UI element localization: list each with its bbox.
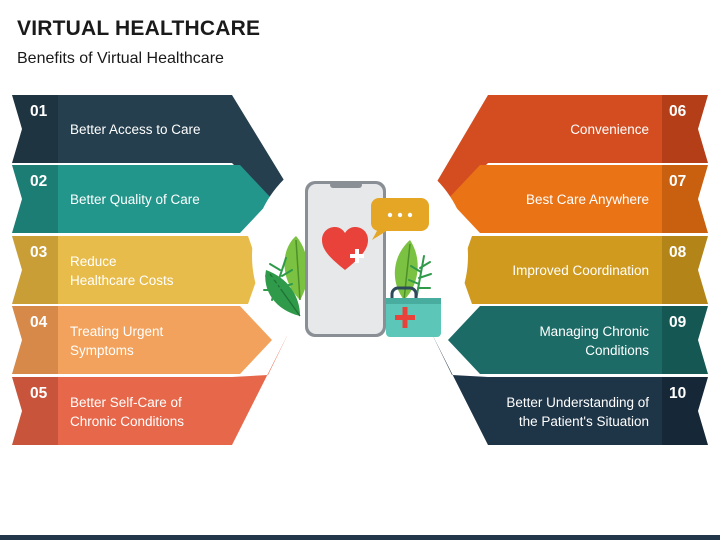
right-ribbon-tab-08 (662, 236, 708, 304)
left-item-label: Treating Urgent Symptoms (70, 324, 164, 358)
page-title: VIRTUAL HEALTHCARE (17, 17, 261, 40)
left-ribbon-02 (58, 165, 272, 233)
right-item-number: 07 (669, 173, 687, 190)
left-ribbon-tab-01 (12, 95, 58, 163)
right-item-number: 10 (669, 385, 687, 402)
heart-plus-icon (322, 227, 368, 270)
left-item-label: Better Access to Care (70, 122, 201, 137)
left-item-number: 01 (30, 103, 48, 120)
right-ribbon-tab-09 (662, 306, 708, 374)
right-ribbon-tab-10 (662, 377, 708, 445)
leaf-icon (263, 236, 308, 317)
right-item-label: Managing Chronic Conditions (539, 324, 649, 358)
left-item-number: 04 (30, 314, 48, 331)
left-item-label: Reduce Healthcare Costs (70, 254, 174, 288)
right-ribbon-08 (460, 236, 662, 304)
leaf-icon (394, 240, 432, 301)
left-ribbon-03 (58, 236, 260, 304)
left-ribbon-01 (58, 95, 290, 200)
left-ribbon-tab-04 (12, 306, 58, 374)
right-ribbon-06 (432, 95, 662, 200)
right-item-label: Convenience (570, 122, 649, 137)
right-item-number: 08 (669, 244, 687, 261)
right-item-number: 09 (669, 314, 687, 331)
right-ribbon-tab-06 (662, 95, 708, 163)
right-ribbon-tab-07 (662, 165, 708, 233)
left-item-number: 03 (30, 244, 48, 261)
left-item-label: Better Quality of Care (70, 192, 200, 207)
right-ribbon-09 (448, 306, 662, 374)
left-ribbon-tab-05 (12, 377, 58, 445)
footer-bar (0, 535, 720, 540)
right-item-label: Better Understanding of the Patient's Si… (506, 395, 649, 429)
left-item-number: 05 (30, 385, 48, 402)
right-ribbon-07 (448, 165, 662, 233)
page-subtitle: Benefits of Virtual Healthcare (17, 50, 224, 67)
medical-kit-icon (386, 286, 441, 337)
left-item-label: Better Self-Care of Chronic Conditions (70, 395, 185, 429)
right-item-number: 06 (669, 103, 687, 120)
chat-bubble-icon (371, 198, 429, 240)
left-ribbon-05 (58, 330, 290, 445)
left-ribbon-04 (58, 306, 272, 374)
right-ribbon-10 (430, 330, 662, 445)
center-illustration (252, 148, 468, 364)
left-ribbon-tab-02 (12, 165, 58, 233)
left-item-number: 02 (30, 173, 48, 190)
left-ribbon-tab-03 (12, 236, 58, 304)
right-item-label: Improved Coordination (512, 263, 649, 278)
right-item-label: Best Care Anywhere (525, 192, 649, 207)
